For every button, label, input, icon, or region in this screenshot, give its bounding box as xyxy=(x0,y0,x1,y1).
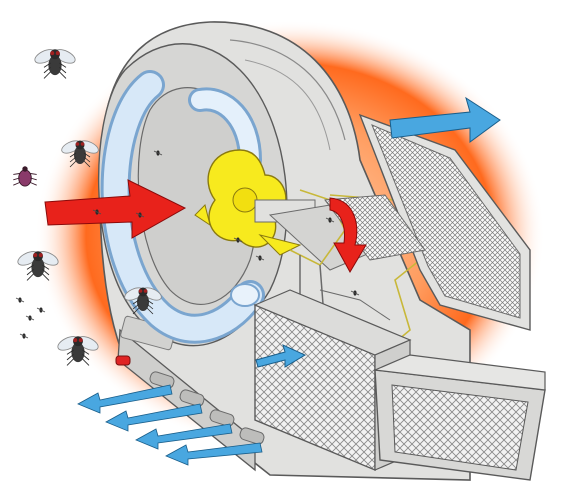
gnat-icon xyxy=(25,315,35,321)
gnat-icon xyxy=(153,150,163,156)
fly-icon xyxy=(57,336,99,366)
fly-icon xyxy=(124,287,162,315)
gnat-icon xyxy=(15,297,25,303)
vent-slot xyxy=(179,389,205,407)
gnat-icon xyxy=(19,333,29,339)
fly-icon xyxy=(17,251,59,281)
beetle-icon xyxy=(13,166,37,187)
vent-exhaust-arrows xyxy=(77,384,263,466)
fly-icon xyxy=(34,49,76,79)
gnat-icon xyxy=(92,209,102,215)
gnat-icon xyxy=(233,237,243,243)
gnats-layer xyxy=(15,150,360,339)
gnat-icon xyxy=(36,307,46,313)
vent-slot xyxy=(239,427,265,445)
gnat-icon xyxy=(325,217,335,223)
airflow-internal-arrow xyxy=(329,197,367,274)
vent-slot xyxy=(209,409,235,427)
gnat-icon xyxy=(135,212,145,218)
power-indicator-light xyxy=(115,355,131,366)
insects-layer xyxy=(13,49,162,366)
vent-slot xyxy=(149,371,175,389)
gnat-icon xyxy=(350,290,360,296)
fly-icon xyxy=(61,140,99,168)
removable-tray xyxy=(372,354,546,481)
airflow-exhaust-arrow xyxy=(389,96,501,143)
gnat-icon xyxy=(255,255,265,261)
airflow-intake-arrow xyxy=(44,179,187,239)
airflow-inner-blue-arrow xyxy=(255,344,307,368)
exhaust-screen xyxy=(358,113,531,331)
